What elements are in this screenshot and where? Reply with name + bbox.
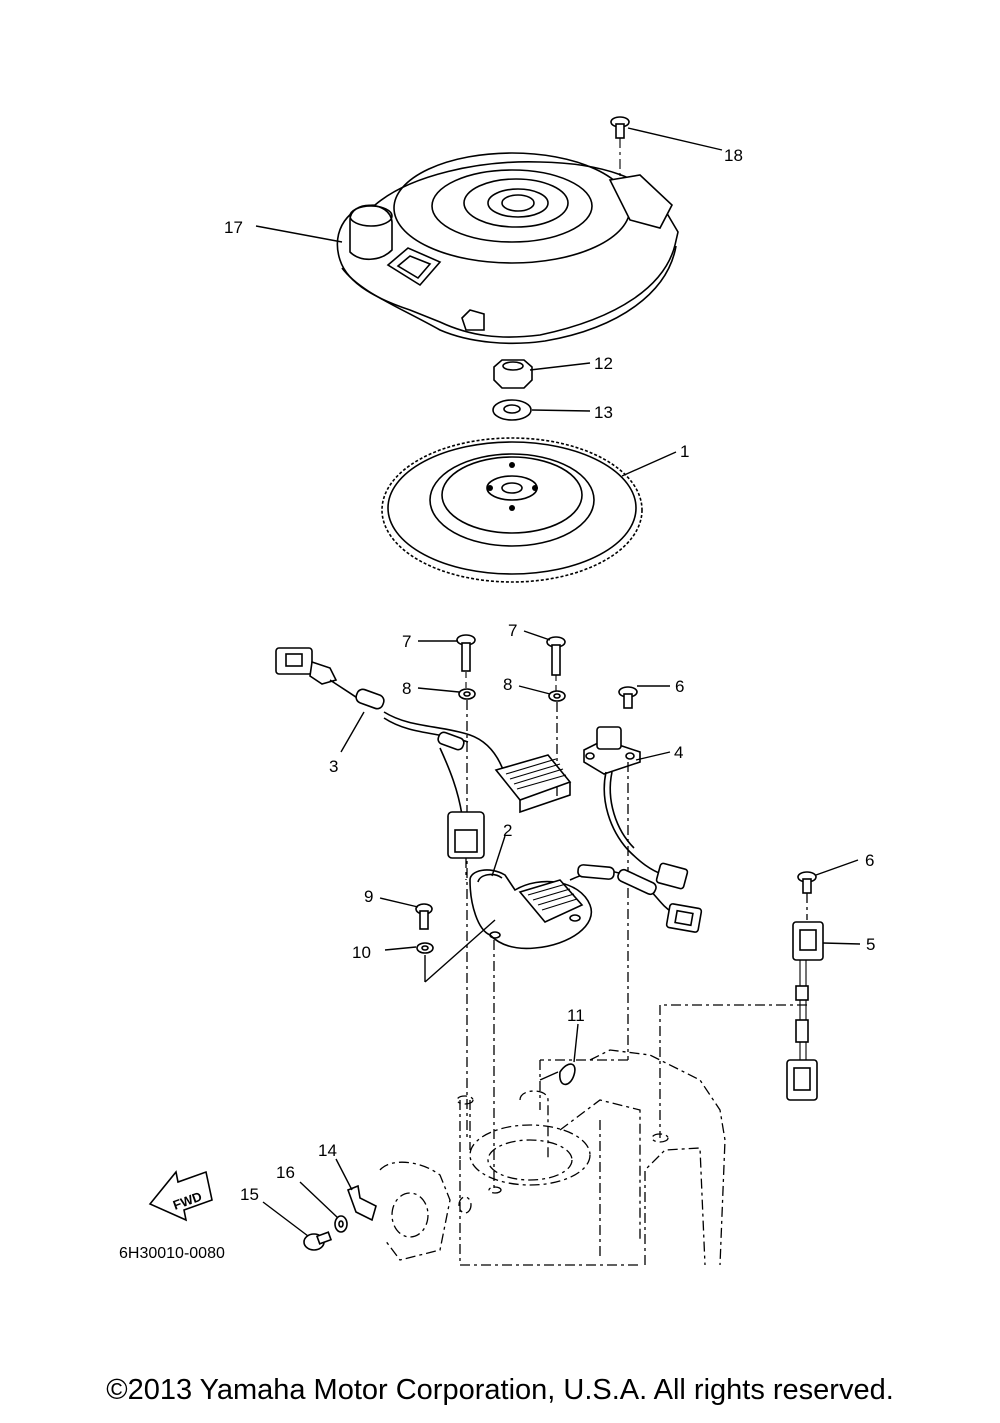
callout-7-left: 7 <box>402 632 411 651</box>
wire-harness-part-3 <box>275 647 572 880</box>
nut-part-12 <box>493 359 533 389</box>
callout-4: 4 <box>674 743 683 762</box>
callout-18: 18 <box>724 146 743 165</box>
callout-7-right: 7 <box>508 621 517 640</box>
callout-6-lower: 6 <box>865 851 874 870</box>
callout-1: 1 <box>680 442 689 461</box>
copyright-notice: ©2013 Yamaha Motor Corporation, U.S.A. A… <box>106 1374 894 1406</box>
washer-part-13 <box>492 399 532 421</box>
washer-part-8-left <box>458 688 476 700</box>
callout-5: 5 <box>866 935 875 954</box>
washer-part-16 <box>334 1215 348 1233</box>
leader-lines <box>255 127 861 1237</box>
callout-8-left: 8 <box>402 679 411 698</box>
diagram-code: 6H30010-0080 <box>119 1245 225 1262</box>
fwd-arrow: FWD <box>148 1170 213 1222</box>
callout-3: 3 <box>329 757 338 776</box>
key-part-11 <box>559 1063 576 1086</box>
charge-coil-part-2 <box>469 864 703 1190</box>
callout-14: 14 <box>318 1141 337 1160</box>
screw-part-18 <box>610 116 630 180</box>
callout-10: 10 <box>352 943 371 962</box>
crankcase-outline <box>379 1049 726 1266</box>
callout-15: 15 <box>240 1185 259 1204</box>
washer-part-10 <box>416 942 434 954</box>
callout-2: 2 <box>503 821 512 840</box>
flywheel-cover-part-17 <box>336 152 679 345</box>
callout-9: 9 <box>364 887 373 906</box>
bolt-part-7-right <box>546 636 566 692</box>
pulser-coil-part-4 <box>583 726 689 1060</box>
sensor-part-5 <box>786 921 824 1101</box>
callout-labels: 17 18 12 13 1 7 7 8 8 3 2 6 4 6 5 9 10 1… <box>224 146 875 1204</box>
screw-part-6-upper <box>618 686 638 709</box>
screw-part-15 <box>303 1231 333 1251</box>
callout-11: 11 <box>567 1006 585 1025</box>
callout-16: 16 <box>276 1163 295 1182</box>
washer-part-8-right <box>548 690 566 702</box>
callout-12: 12 <box>594 354 613 373</box>
callout-17: 17 <box>224 218 243 237</box>
bracket-part-14 <box>346 1184 377 1222</box>
callout-8-right: 8 <box>503 675 512 694</box>
callout-13: 13 <box>594 403 613 422</box>
flywheel-part-1 <box>381 437 643 583</box>
screw-part-6-lower <box>797 871 817 920</box>
bolt-part-7-left <box>456 634 476 690</box>
callout-6-upper: 6 <box>675 677 684 696</box>
bolt-part-9 <box>415 903 433 930</box>
